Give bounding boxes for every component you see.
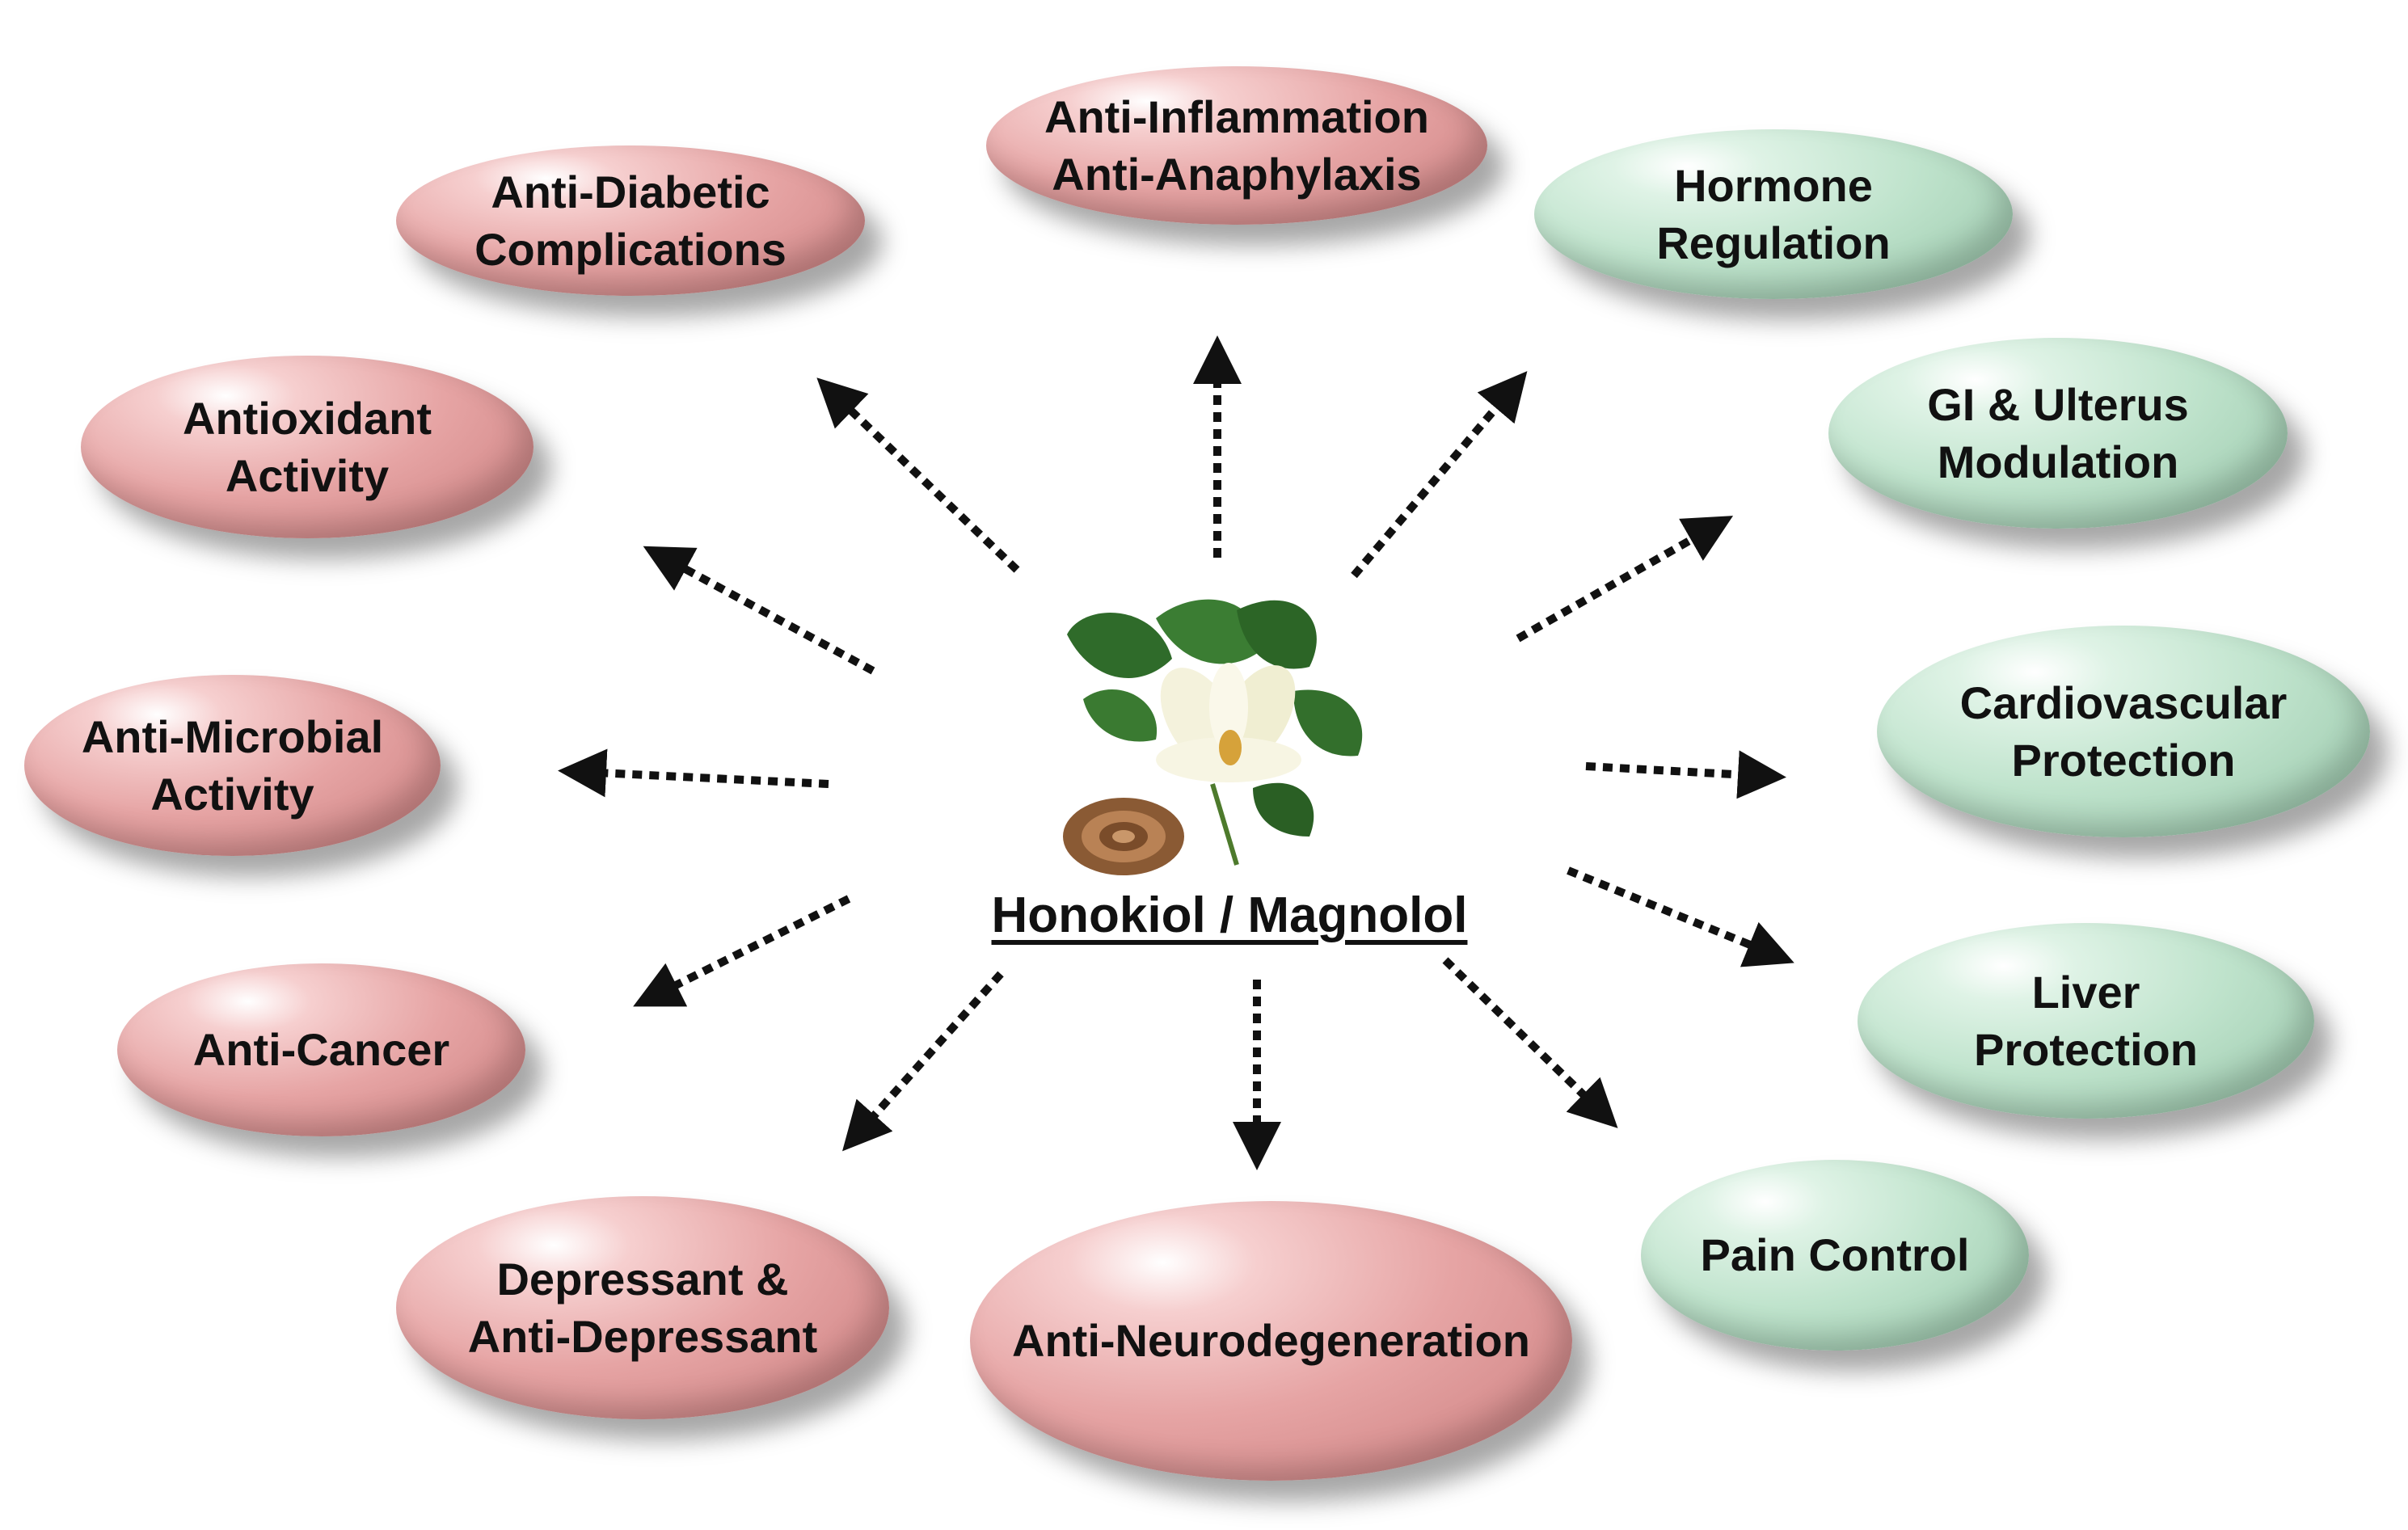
effect-label-line: Pain Control (1700, 1229, 1970, 1281)
effect-label-line: Depressant & (496, 1253, 789, 1305)
effect-pain: Pain Control (1641, 1160, 2029, 1351)
effect-label-line: Cardiovascular (1959, 676, 2288, 728)
effect-depressant: Depressant & Anti-Depressant (396, 1196, 889, 1419)
arrow-to-pain (1442, 957, 1618, 1128)
effect-neuro: Anti-Neurodegeneration (970, 1201, 1572, 1481)
effect-label-line: Protection (2011, 735, 2236, 786)
effect-label-line: Anti-Microbial (81, 710, 384, 762)
effect-label-line: Hormone (1674, 159, 1873, 211)
magnolia-flower-icon (1156, 663, 1301, 782)
effect-label-line: Antioxidant (183, 392, 432, 444)
effect-label-line: Activity (225, 450, 390, 501)
center-compound-title: Honokiol / Magnolol (991, 887, 1468, 943)
effect-label-line: Anti-Diabetic (491, 166, 770, 217)
effect-label-line: Anti-Cancer (192, 1024, 450, 1076)
arrow-to-cardio (1585, 750, 1786, 799)
effect-label-line: GI & Ulterus (1927, 378, 2189, 430)
effect-label-line: Anti-Depressant (467, 1311, 818, 1362)
leaf-icon (1067, 599, 1363, 837)
arrow-to-depressant (842, 971, 1004, 1152)
effect-label-line: Activity (150, 769, 314, 820)
arrow-to-hormone (1351, 371, 1528, 579)
arrow-to-gi (1516, 516, 1734, 643)
effect-label-line: Protection (1974, 1024, 2198, 1075)
effect-label-line: Anti-Inflammation (1044, 91, 1429, 142)
magnolia-plant-illustration (1063, 599, 1363, 875)
effect-label-line: Regulation (1656, 217, 1891, 268)
effect-label-line: Anti-Neurodegeneration (1012, 1315, 1530, 1367)
arrow-to-anti-microbial (558, 748, 829, 798)
effect-label-line: Anti-Anaphylaxis (1052, 149, 1422, 200)
arrow-to-anti-diabetic (816, 377, 1020, 573)
arrow-to-antioxidant (643, 546, 875, 675)
effect-label-line: Modulation (1937, 436, 2179, 487)
effect-anti-cancer: Anti-Cancer (117, 963, 525, 1136)
arrow-to-liver (1567, 866, 1794, 967)
bark-roll-icon (1063, 783, 1239, 875)
arrow-to-anti-cancer (633, 895, 851, 1007)
effect-label-line: Liver (2031, 966, 2140, 1018)
effect-label-line: Complications (474, 224, 787, 275)
